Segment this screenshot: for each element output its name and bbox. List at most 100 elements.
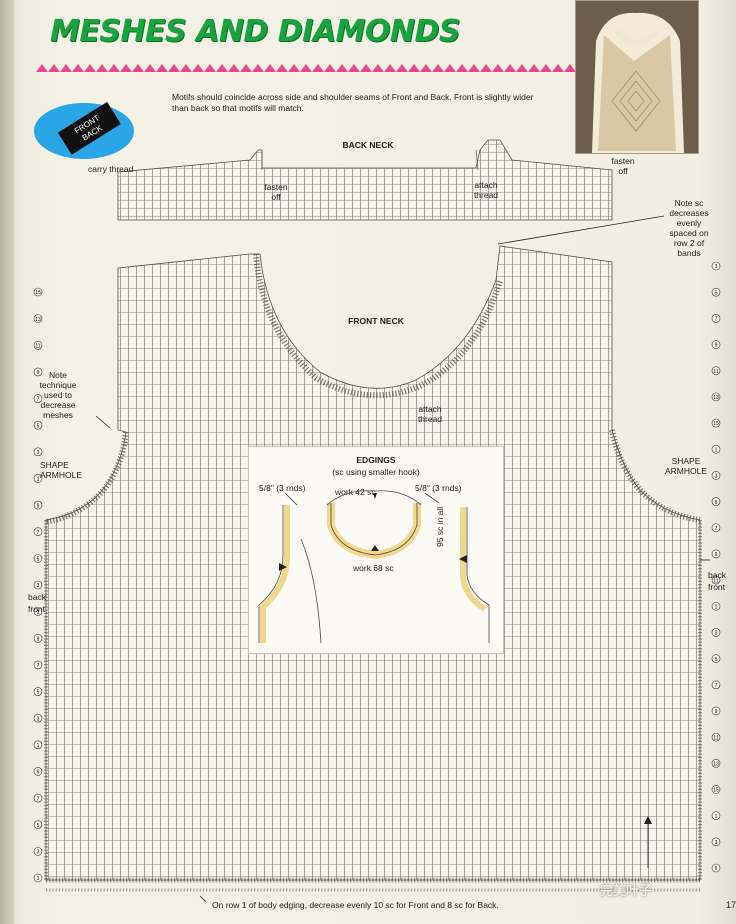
row-number-text: 1: [37, 876, 40, 882]
row-number-marker: 3: [711, 837, 721, 847]
row-number-marker: 9: [711, 340, 721, 349]
row-number-text: 7: [715, 683, 718, 689]
page-number: 17: [726, 900, 736, 910]
row-number-marker: 9: [33, 633, 43, 643]
front-label-right: front: [708, 582, 726, 592]
edgings-diagram: [258, 490, 490, 644]
row-number-marker: 7: [33, 660, 43, 670]
note-sc-label: Note sc decreases evenly spaced on row 2…: [669, 198, 709, 258]
garment-photo: [575, 0, 699, 154]
row-number-marker: 5: [33, 420, 43, 430]
row-number-text: 13: [713, 762, 719, 768]
row-number-text: 9: [37, 770, 40, 776]
back-label-left: back: [28, 592, 46, 602]
row-number-text: 5: [715, 290, 718, 296]
row-number-marker: 7: [711, 523, 721, 533]
row-number-marker: 3: [33, 713, 43, 723]
row-number-marker: 13: [33, 314, 43, 323]
row-number-marker: 15: [711, 785, 721, 794]
row-number-text: 9: [715, 343, 718, 349]
row-number-marker: 5: [711, 863, 721, 873]
row-number-text: 11: [713, 578, 718, 584]
row-number-text: 3: [37, 850, 40, 856]
edging-width-left: 5/8" (3 rnds): [259, 483, 306, 493]
row-number-text: 5: [715, 500, 718, 506]
row-number-marker: 1: [33, 873, 43, 883]
row-number-marker: 9: [711, 706, 721, 716]
row-number-text: 7: [37, 397, 40, 403]
row-number-marker: 5: [33, 554, 43, 563]
row-number-marker: 7: [711, 314, 721, 323]
row-number-marker: 7: [711, 680, 721, 690]
attach-thread-back-label: attach thread: [473, 180, 499, 200]
row-number-text: 7: [715, 317, 718, 323]
note-technique-label: Note technique used to decrease meshes: [39, 370, 77, 420]
back-chart-shape: [117, 139, 613, 221]
row-number-marker: 9: [33, 367, 43, 377]
book-spine-shadow: [0, 0, 14, 924]
row-number-text: 7: [37, 796, 40, 802]
row-number-text: 3: [37, 450, 40, 456]
row-number-text: 3: [715, 631, 718, 637]
row-number-text: 1: [715, 447, 718, 453]
edgings-subtitle: (sc using smaller hook): [332, 467, 420, 477]
row-number-marker: 13: [711, 392, 721, 402]
vest-illustration: [576, 1, 698, 153]
row-number-marker: 5: [711, 654, 721, 663]
row-number-text: 9: [715, 552, 718, 558]
row-number-marker: 3: [711, 628, 721, 637]
carry-thread-label: carry thread: [88, 164, 134, 174]
row-number-text: 7: [715, 526, 718, 532]
row-number-text: 1: [715, 814, 718, 820]
row-number-marker: 3: [33, 447, 43, 457]
row-number-text: 5: [715, 657, 718, 663]
row-number-marker: 11: [711, 366, 721, 375]
row-number-marker: 11: [33, 340, 43, 350]
row-number-text: 9: [37, 636, 40, 642]
row-number-marker: 1: [33, 474, 43, 483]
note-sc-pointer: [497, 215, 665, 245]
row-number-text: 13: [713, 395, 719, 401]
back-label-right: back: [708, 570, 726, 580]
row-number-marker: 3: [711, 261, 721, 271]
zigzag-border: [36, 64, 576, 72]
fasten-off-right-label: fasten off: [611, 156, 635, 176]
row-number-marker: 11: [711, 575, 721, 585]
row-number-text: 3: [37, 583, 40, 589]
row-number-text: 15: [35, 290, 41, 296]
row-number-text: 9: [37, 370, 40, 376]
row-number-marker: 9: [711, 549, 721, 559]
row-number-text: 15: [713, 788, 719, 794]
attach-thread-front-label: attach thread: [417, 404, 443, 424]
watermark: 完美叶子: [600, 883, 653, 898]
row-number-marker: 1: [711, 444, 721, 454]
row-number-marker: 7: [33, 394, 43, 403]
row-number-marker: 11: [711, 732, 721, 742]
page-title: MESHES AND DIAMONDS: [50, 14, 461, 49]
row-number-marker: 15: [711, 418, 721, 428]
row-number-text: 3: [37, 716, 40, 722]
row-number-text: 11: [35, 343, 40, 349]
back-neck-label: BACK NECK: [342, 140, 394, 150]
row-number-marker: 5: [33, 820, 43, 830]
edging-width-right: 5/8" (3 rnds): [415, 483, 462, 493]
row-number-text: 3: [715, 840, 718, 846]
edgings-panel: EDGINGS (sc using smaller hook) 5/8" (3 …: [248, 446, 504, 654]
row-number-marker: 5: [33, 687, 43, 696]
row-number-marker: 13: [711, 759, 721, 768]
row-number-text: 1: [37, 743, 40, 749]
row-number-text: 3: [715, 474, 718, 480]
front-neck-sc-count: work 68 sc: [353, 563, 394, 573]
row-number-text: 1: [37, 477, 40, 483]
row-number-marker: 1: [711, 601, 721, 611]
row-number-text: 11: [713, 369, 718, 375]
shape-armhole-right-label: SHAPE ARMHOLE: [664, 456, 708, 476]
row-number-text: 5: [37, 557, 40, 563]
row-number-text: 1: [37, 610, 40, 616]
row-number-text: 5: [37, 423, 40, 429]
row-number-text: 9: [37, 503, 40, 509]
edgings-title: EDGINGS: [356, 455, 396, 465]
